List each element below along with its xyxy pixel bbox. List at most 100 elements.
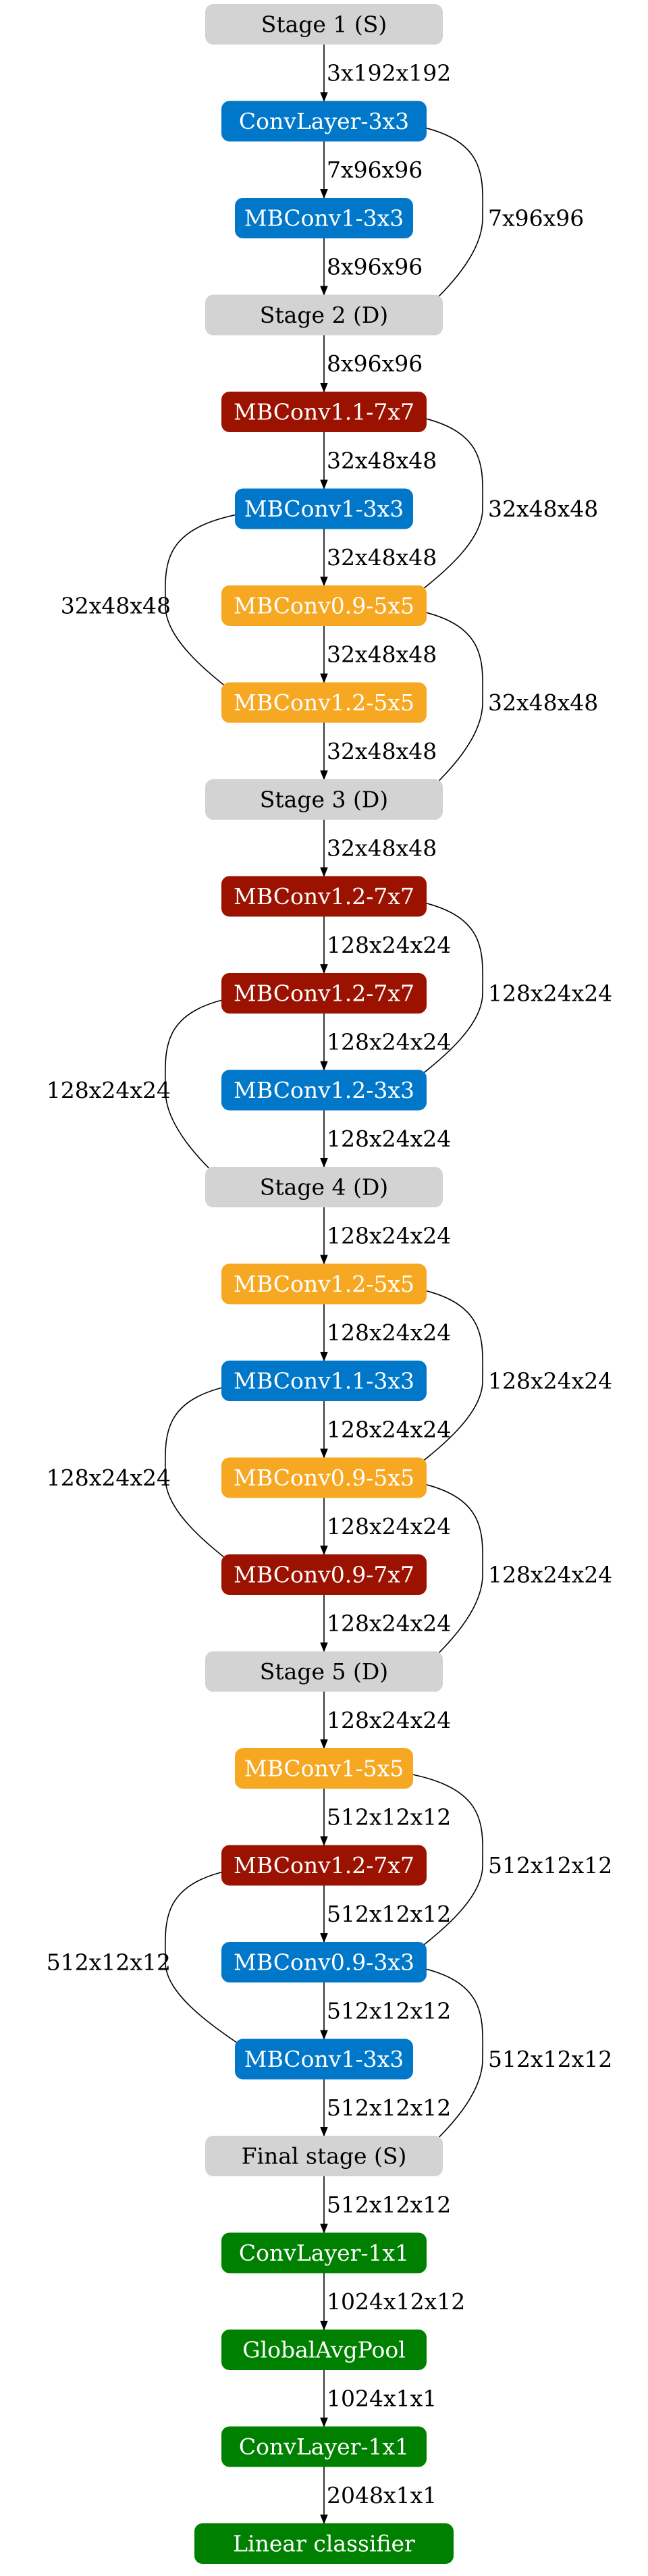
edge-label: 32x48x48 [488,689,598,716]
node-label: GlobalAvgPool [242,2337,406,2363]
edge-label: 512x12x12 [327,2191,451,2217]
node-label: Stage 1 (S) [261,11,387,38]
edge-label: 128x24x24 [47,1077,171,1103]
node-label: MBConv1.2-5x5 [234,1271,414,1297]
edge-s4a-to-s4c [405,1286,483,1476]
node-box [221,392,427,432]
edge-label: 7x96x96 [488,205,584,232]
edge-label: 128x24x24 [488,1562,612,1588]
node-s4a: MBConv1.2-5x5 [221,1263,427,1305]
node-label: ConvLayer-1x1 [239,2240,409,2266]
edge-s5c-to-final [406,1964,483,2155]
node-f2: GlobalAvgPool [221,2330,427,2370]
node-box [235,488,413,529]
node-stage1: Stage 1 (S) [205,4,443,45]
node-label: MBConv1-3x3 [244,205,404,232]
node-label: MBConv0.9-5x5 [234,593,414,619]
node-s5c: MBConv0.9-3x3 [221,1942,427,1982]
node-box [221,101,427,142]
node-box [221,1554,427,1595]
edge-label: 7x96x96 [327,157,423,183]
node-label: Linear classifier [233,2531,415,2557]
node-f1: ConvLayer-1x1 [221,2232,427,2273]
node-conv1: ConvLayer-3x3 [221,101,427,142]
node-box [235,2039,413,2080]
node-s2d: MBConv1.2-5x5 [221,682,427,723]
node-stage4: Stage 4 (D) [205,1167,443,1207]
edge-label: 128x24x24 [327,1126,451,1152]
edge-label: 32x48x48 [488,496,598,522]
edge-conv1-to-stage2 [406,123,483,313]
node-label: MBConv1.2-7x7 [234,980,414,1007]
node-label: MBConv1.2-7x7 [234,883,414,910]
node-s4c: MBConv0.9-5x5 [221,1457,427,1498]
node-box [221,1361,427,1401]
node-box [221,1263,427,1305]
node-s3c: MBConv1.2-3x3 [221,1070,427,1111]
node-s4b: MBConv1.1-3x3 [221,1361,427,1401]
edges-layer [165,45,483,2525]
edge-label: 128x24x24 [327,1222,451,1248]
edge-s3b-to-stage4 [165,995,242,1186]
edge-label: 128x24x24 [327,1416,451,1442]
node-s5b: MBConv1.2-7x7 [221,1845,427,1886]
node-label: MBConv1-3x3 [244,2046,404,2072]
node-label: MBConv0.9-3x3 [234,1949,414,1976]
edge-s4b-to-s4d [165,1383,243,1573]
node-box [221,2426,427,2467]
node-box [205,1167,443,1207]
node-label: MBConv1.2-3x3 [234,1077,414,1103]
node-box [205,2136,443,2176]
node-label: MBConv1-5x5 [244,1756,404,1782]
node-box [221,876,427,917]
edge-label: 8x96x96 [327,253,423,280]
node-box [221,1457,427,1498]
node-final: Final stage (S) [205,2136,443,2176]
edge-label: 128x24x24 [327,1513,451,1540]
node-s3b: MBConv1.2-7x7 [221,973,427,1014]
node-label: Stage 5 (D) [260,1658,388,1685]
node-stage5: Stage 5 (D) [205,1651,443,1692]
edge-label: 1024x12x12 [327,2288,465,2315]
edge-label: 32x48x48 [327,835,437,861]
edge-labels-layer: 3x192x1927x96x967x96x968x96x968x96x9632x… [47,59,612,2508]
edge-label: 32x48x48 [327,641,437,667]
node-label: MBConv1.2-7x7 [234,1852,414,1878]
node-box [221,2330,427,2370]
node-box [221,1845,427,1886]
node-label: Stage 3 (D) [260,787,388,813]
nodes-layer: Stage 1 (S)ConvLayer-3x3MBConv1-3x3Stage… [194,4,454,2564]
node-box [194,2523,454,2564]
node-stage3: Stage 3 (D) [205,779,443,820]
edge-label: 128x24x24 [327,1028,451,1055]
node-box [235,1748,413,1789]
node-s5d: MBConv1-3x3 [235,2039,413,2080]
edge-label: 32x48x48 [327,447,437,473]
edge-s5b-to-s5d [165,1867,256,2057]
node-s4d: MBConv0.9-7x7 [221,1554,427,1595]
edge-label: 2048x1x1 [327,2482,437,2508]
node-box [235,198,413,238]
edge-label: 32x48x48 [327,738,437,764]
edge-label: 512x12x12 [327,1901,451,1927]
edge-label: 128x24x24 [47,1465,171,1491]
node-box [205,779,443,820]
node-label: Stage 4 (D) [260,1174,388,1201]
edge-label: 32x48x48 [327,544,437,571]
node-box [221,585,427,626]
edge-s3a-to-s3c [405,898,483,1088]
edge-s5a-to-s5c [392,1770,483,1961]
node-s1b: MBConv1-3x3 [235,198,413,238]
node-s2b: MBConv1-3x3 [235,488,413,529]
node-label: MBConv1.1-7x7 [234,399,414,425]
edge-label: 512x12x12 [327,2095,451,2121]
node-s5a: MBConv1-5x5 [235,1748,413,1789]
edge-label: 128x24x24 [327,932,451,958]
node-s3a: MBConv1.2-7x7 [221,876,427,917]
edge-label: 1024x1x1 [327,2385,437,2411]
edge-label: 512x12x12 [327,1804,451,1830]
edge-label: 512x12x12 [488,1852,612,1878]
node-label: Final stage (S) [242,2143,407,2170]
edge-label: 32x48x48 [61,593,171,619]
